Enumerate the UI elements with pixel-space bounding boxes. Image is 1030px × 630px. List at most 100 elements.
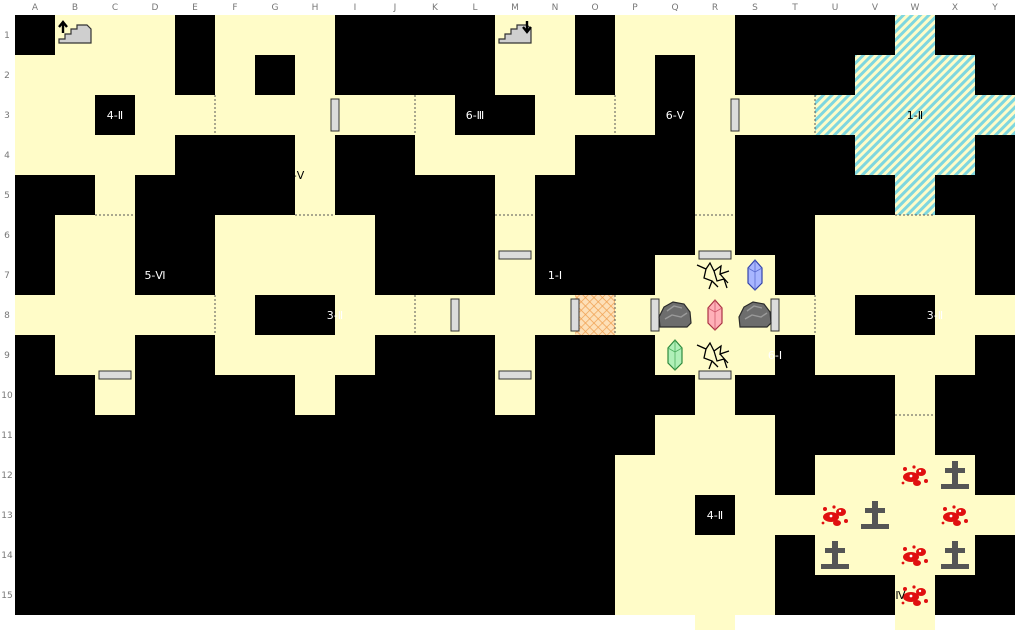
floor-tile	[695, 95, 735, 255]
doors	[98, 98, 780, 380]
room-label: 1-Ⅰ	[548, 269, 562, 282]
column-label: D	[152, 3, 159, 13]
floor-tile	[95, 135, 135, 215]
floor-tile	[295, 15, 335, 215]
door[interactable]	[698, 370, 732, 380]
door[interactable]	[698, 250, 732, 260]
column-label: V	[872, 3, 879, 13]
wall-block	[95, 95, 135, 135]
row-label: 6	[4, 231, 10, 241]
room-label: 4-Ⅱ	[707, 509, 723, 522]
row-label: 2	[4, 71, 10, 81]
column-labels: A B C D E F G H I J K L M N O P Q R S T U V W X Y	[32, 3, 998, 13]
room-label: 3-Ⅱ	[927, 309, 943, 322]
wall-block	[455, 95, 535, 135]
row-label: 13	[1, 511, 12, 521]
floor-tile	[255, 95, 295, 135]
floor-tile	[775, 495, 815, 535]
floor-tile	[375, 295, 415, 335]
column-label: Y	[991, 3, 998, 13]
row-label: 9	[4, 351, 10, 361]
door[interactable]	[770, 298, 780, 332]
floor-tile	[975, 295, 1015, 335]
column-label: P	[632, 3, 638, 13]
column-label: F	[232, 3, 237, 13]
column-label: G	[272, 3, 279, 13]
wall-block	[655, 55, 695, 135]
column-label: I	[354, 3, 357, 13]
door[interactable]	[330, 98, 340, 132]
column-label: C	[112, 3, 118, 13]
column-label: H	[312, 3, 319, 13]
door[interactable]	[498, 370, 532, 380]
floor-tile	[655, 415, 775, 455]
room-separators	[95, 95, 935, 416]
column-label: L	[472, 3, 477, 13]
floor-tile	[575, 95, 615, 135]
room-labels: 4-Ⅱ 6-Ⅴ 6-Ⅲ 6-Ⅴ 1-Ⅱ 5-Ⅵ 3-Ⅱ 1-Ⅰ 3-Ⅱ 6-Ⅰ 4-Ⅱ 1-Ⅳ	[107, 109, 943, 602]
row-label: 3	[4, 111, 10, 121]
floor-tile	[495, 15, 575, 95]
room-label: 3-Ⅱ	[327, 309, 343, 322]
column-label: U	[832, 3, 839, 13]
column-label: E	[192, 3, 198, 13]
door[interactable]	[650, 298, 660, 332]
row-label: 10	[1, 391, 13, 401]
column-label: M	[511, 3, 519, 13]
row-label: 12	[1, 471, 12, 481]
column-label: X	[952, 3, 958, 13]
room-label: 6-Ⅲ	[466, 109, 485, 122]
column-label: T	[791, 3, 798, 13]
door[interactable]	[450, 298, 460, 332]
row-label: 14	[1, 551, 13, 561]
column-label: J	[393, 3, 397, 13]
room-label: 6-Ⅴ	[286, 169, 305, 182]
column-label: Q	[671, 3, 678, 13]
room-label: 6-Ⅰ	[768, 349, 782, 362]
column-label: B	[72, 3, 78, 13]
floor-tile	[735, 335, 775, 375]
room-label: 1-Ⅳ	[884, 589, 906, 602]
row-label: 7	[4, 271, 10, 281]
column-label: N	[552, 3, 559, 13]
room-label: 1-Ⅱ	[907, 109, 923, 122]
floor-tile	[775, 295, 815, 335]
floor-tile	[335, 95, 415, 135]
row-label: 5	[4, 191, 10, 201]
row-label: 1	[4, 31, 10, 41]
row-label: 15	[1, 591, 12, 601]
row-label: 8	[4, 311, 10, 321]
column-label: W	[911, 3, 920, 13]
floor-tile	[975, 495, 1015, 535]
special-tiles	[575, 15, 1015, 335]
room-label: 4-Ⅱ	[107, 109, 123, 122]
door[interactable]	[498, 250, 532, 260]
room-label: 6-Ⅴ	[666, 109, 685, 122]
wall-block	[255, 295, 335, 335]
door[interactable]	[98, 370, 132, 380]
column-label: S	[752, 3, 758, 13]
floor-tile	[495, 255, 535, 375]
floor-tile	[295, 375, 335, 415]
wall-block	[855, 295, 935, 335]
wall-block	[695, 495, 735, 535]
column-label: A	[32, 3, 39, 13]
floor-tile	[535, 295, 575, 335]
row-label: 4	[4, 151, 10, 161]
floor-tile	[95, 375, 135, 415]
door[interactable]	[730, 98, 740, 132]
water-tile	[815, 95, 1015, 135]
floor-tile	[95, 15, 175, 95]
row-label: 11	[1, 431, 12, 441]
room-label: 5-Ⅵ	[144, 269, 165, 282]
column-label: O	[591, 3, 598, 13]
floor-tile	[695, 575, 735, 630]
column-label: R	[712, 3, 718, 13]
wall-block	[255, 55, 295, 95]
column-label: K	[432, 3, 439, 13]
door[interactable]	[570, 298, 580, 332]
floor-tile	[735, 95, 815, 135]
wall-block	[535, 215, 615, 295]
